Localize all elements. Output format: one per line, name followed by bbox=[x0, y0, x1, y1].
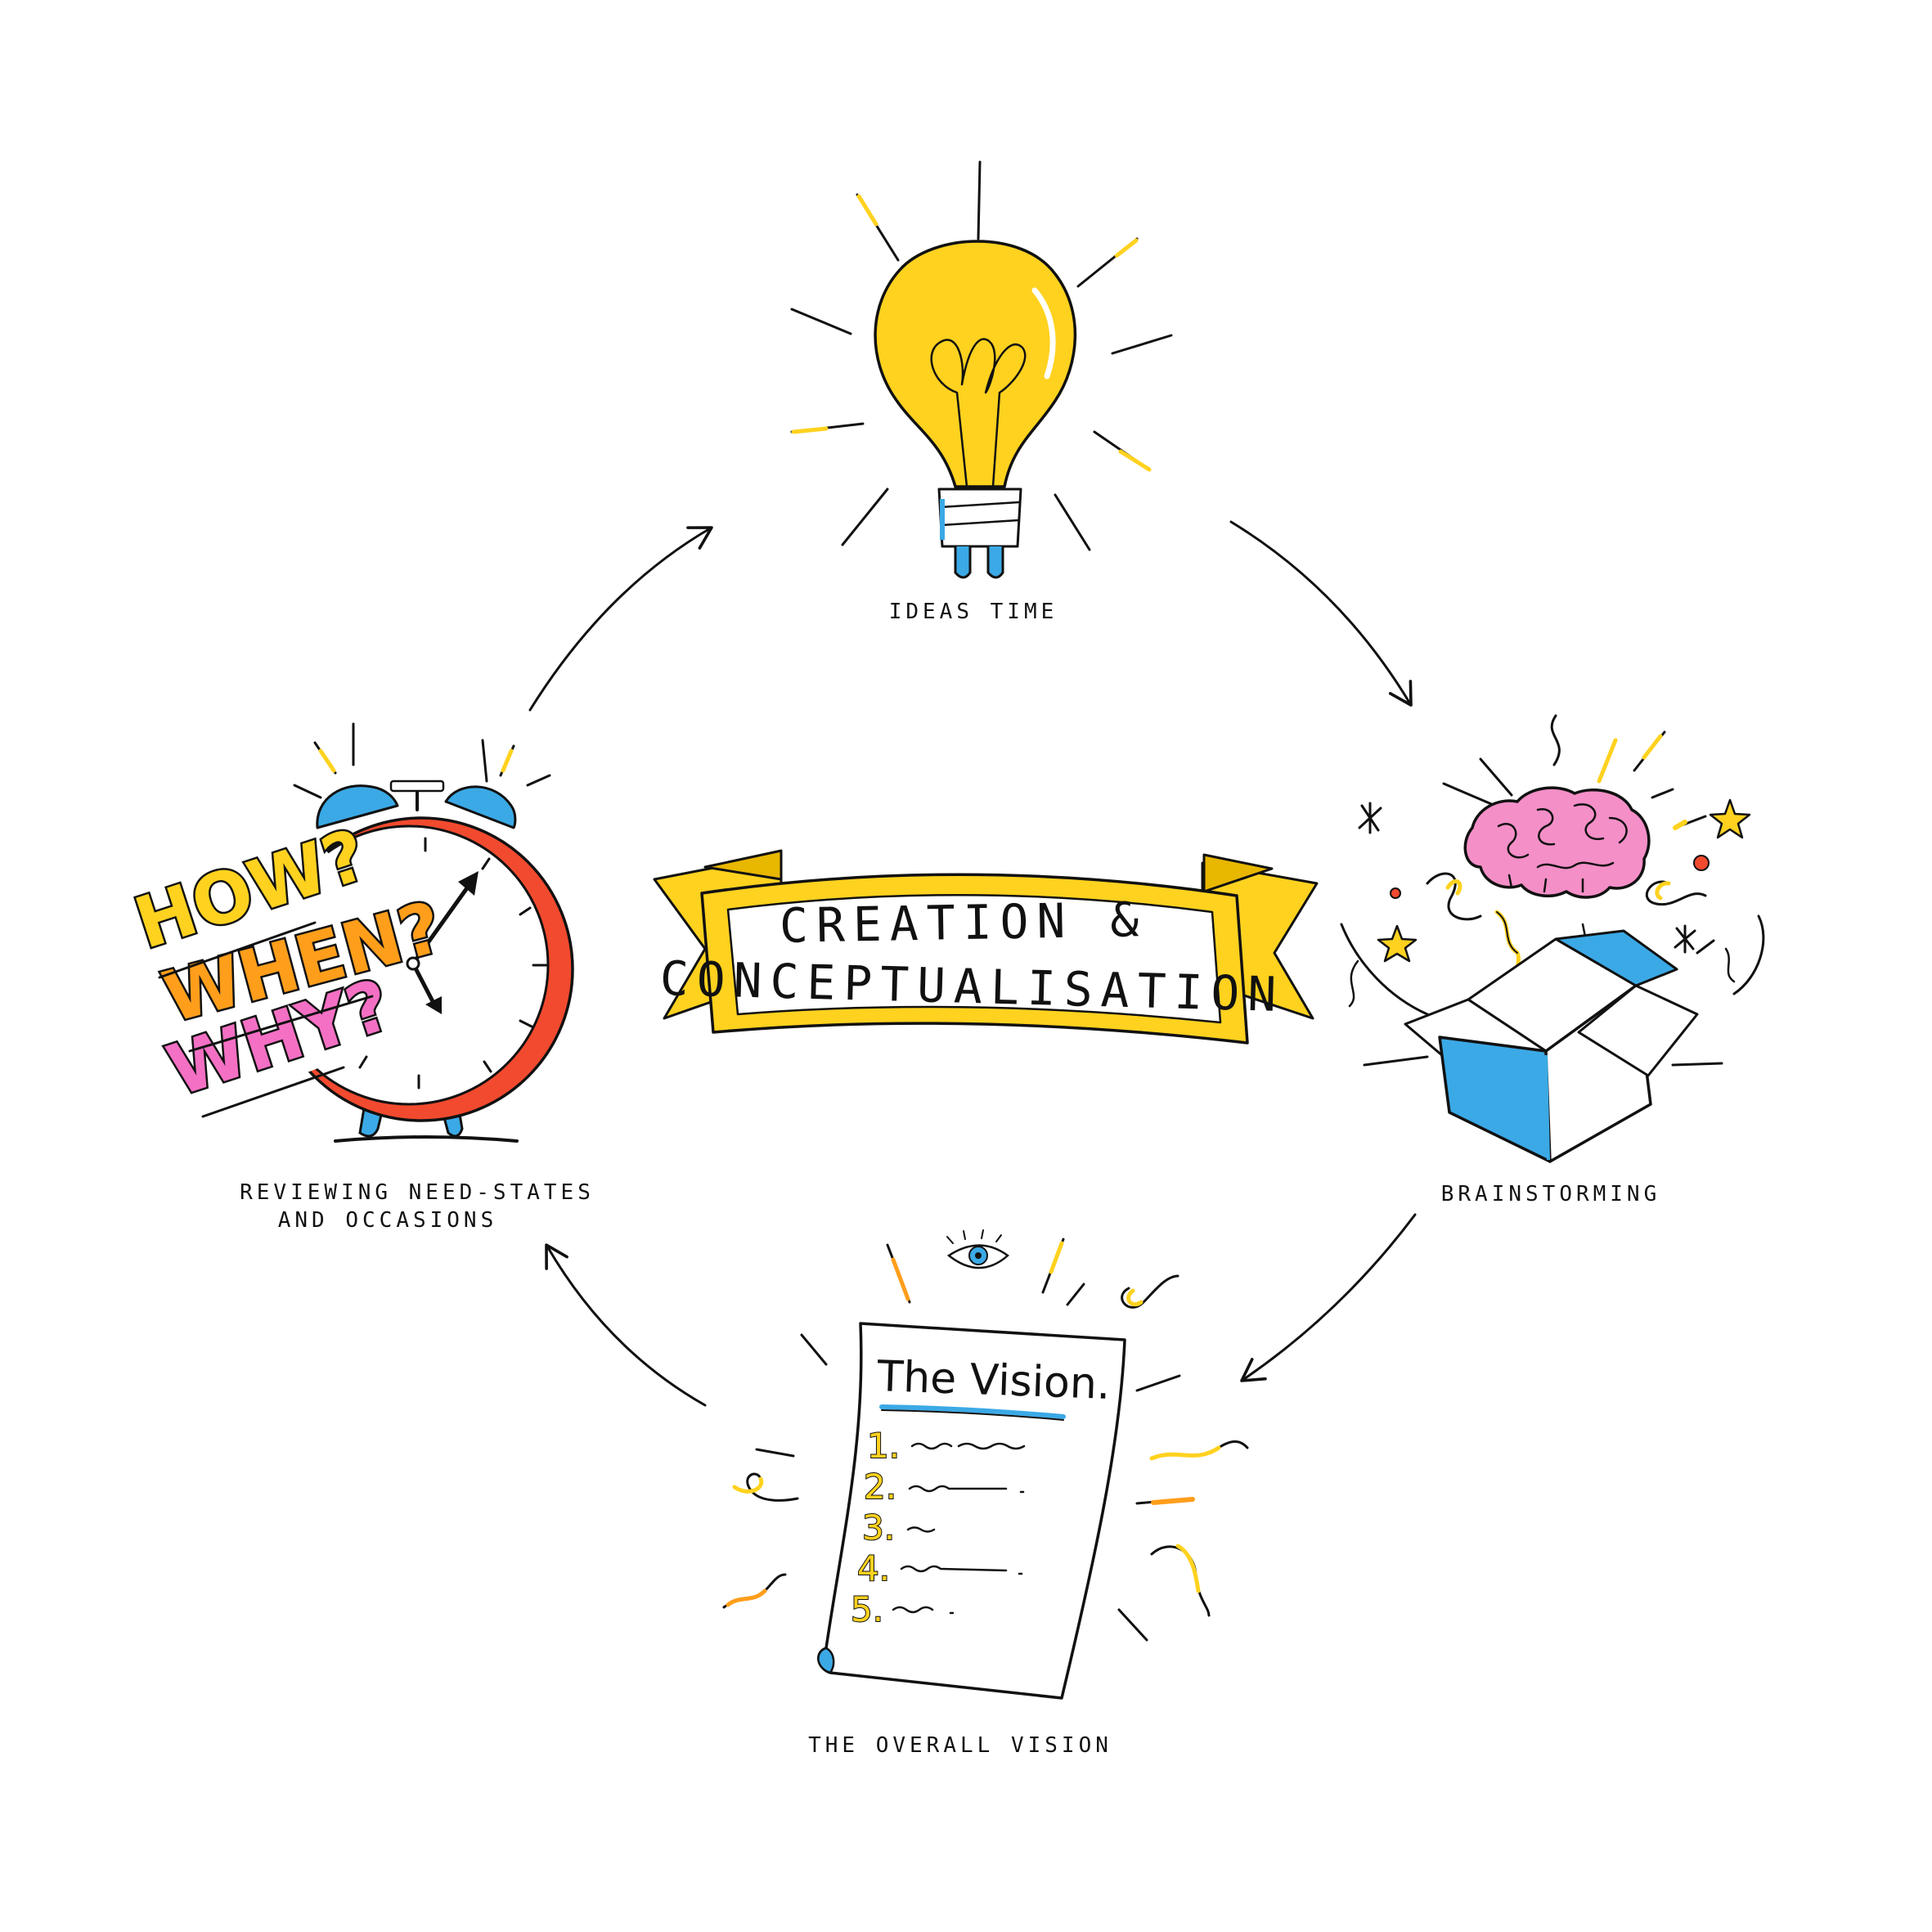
confetti-dot bbox=[1390, 887, 1401, 899]
confetti-dot bbox=[1693, 855, 1710, 871]
arrow-reviewing-to-ideas bbox=[528, 526, 713, 712]
stage-label-vision: THE OVERALL VISION bbox=[808, 1733, 1112, 1758]
stage-reviewing: HOW? WHEN? WHY? REVIEWING NEED-STATES AN… bbox=[124, 722, 595, 1233]
clock-hour-hand bbox=[411, 961, 438, 1009]
vision-rays bbox=[722, 1238, 1249, 1642]
stage-label-reviewing-line-2: AND OCCASIONS bbox=[278, 1208, 498, 1233]
stage-label-ideas: IDEAS TIME bbox=[889, 600, 1058, 624]
cycle-arrows bbox=[528, 520, 1417, 1407]
stage-vision: The Vision. 1. 2. 3. 4. 5. THE OVERALL V… bbox=[722, 1229, 1249, 1758]
title-banner: CREATION & CONCEPTUALISATION bbox=[653, 849, 1319, 1045]
stage-brainstorming: BRAINSTORMING bbox=[1340, 714, 1765, 1206]
brain-box-icon bbox=[1340, 714, 1765, 1163]
box-right-flap bbox=[1577, 984, 1699, 1077]
box-front-left bbox=[1438, 1036, 1552, 1163]
vision-list-number-4: 4. bbox=[857, 1548, 890, 1588]
stage-ideas: IDEAS TIME bbox=[790, 160, 1173, 624]
clock-word-panel bbox=[131, 826, 384, 1112]
clock-minute-hand bbox=[411, 881, 473, 966]
vision-title-underline bbox=[879, 1404, 1066, 1419]
clock-rays bbox=[293, 722, 551, 799]
vision-list-number-5: 5. bbox=[851, 1589, 883, 1629]
star-icon bbox=[1709, 798, 1751, 839]
arrow-vision-to-reviewing bbox=[545, 1243, 707, 1407]
vision-list-number-2: 2. bbox=[864, 1467, 896, 1507]
brain-folds bbox=[1497, 803, 1628, 893]
arrow-brainstorming-to-vision bbox=[1240, 1213, 1417, 1382]
banner-panel bbox=[726, 893, 1222, 1024]
lightbulb-rays bbox=[790, 160, 1173, 551]
lightbulb-prong-left bbox=[954, 546, 972, 579]
clock-word-underlines bbox=[158, 921, 374, 1118]
lightbulb-prong-right bbox=[986, 546, 1004, 579]
eye-icon bbox=[946, 1229, 1009, 1269]
vision-list-number-1: 1. bbox=[867, 1426, 900, 1466]
banner-right-fold bbox=[1202, 853, 1274, 893]
lightbulb-filament bbox=[930, 338, 1027, 488]
box-back-flap bbox=[1554, 929, 1678, 987]
lightbulb-highlight bbox=[1031, 287, 1056, 380]
vision-list-number-3: 3. bbox=[862, 1507, 895, 1548]
sparkle-icon bbox=[1358, 802, 1696, 954]
banner-title-line-1: CREATION & bbox=[779, 892, 1147, 954]
brain-icon bbox=[1463, 786, 1651, 899]
vision-document-icon: The Vision. 1. 2. 3. 4. 5. bbox=[722, 1229, 1249, 1700]
vision-doc-title: The Vision. bbox=[876, 1352, 1112, 1409]
stage-label-reviewing-line-1: REVIEWING NEED-STATES bbox=[240, 1180, 595, 1205]
alarm-clock-icon: HOW? WHEN? WHY? bbox=[124, 722, 574, 1143]
vision-paper-curl bbox=[817, 1647, 835, 1674]
lightbulb-icon bbox=[790, 160, 1173, 579]
clock-ticks bbox=[309, 837, 548, 1090]
clock-bell-left bbox=[316, 784, 399, 829]
arrow-ideas-to-brainstorming bbox=[1229, 520, 1413, 707]
star-icon bbox=[1377, 924, 1418, 963]
clock-bell-right bbox=[444, 785, 517, 829]
lightbulb-base bbox=[937, 487, 1022, 548]
banner-left-fold bbox=[703, 849, 783, 881]
lightbulb-glass bbox=[874, 240, 1077, 488]
stage-label-brainstorming: BRAINSTORMING bbox=[1441, 1182, 1661, 1206]
vision-list-scribbles bbox=[892, 1442, 1026, 1615]
